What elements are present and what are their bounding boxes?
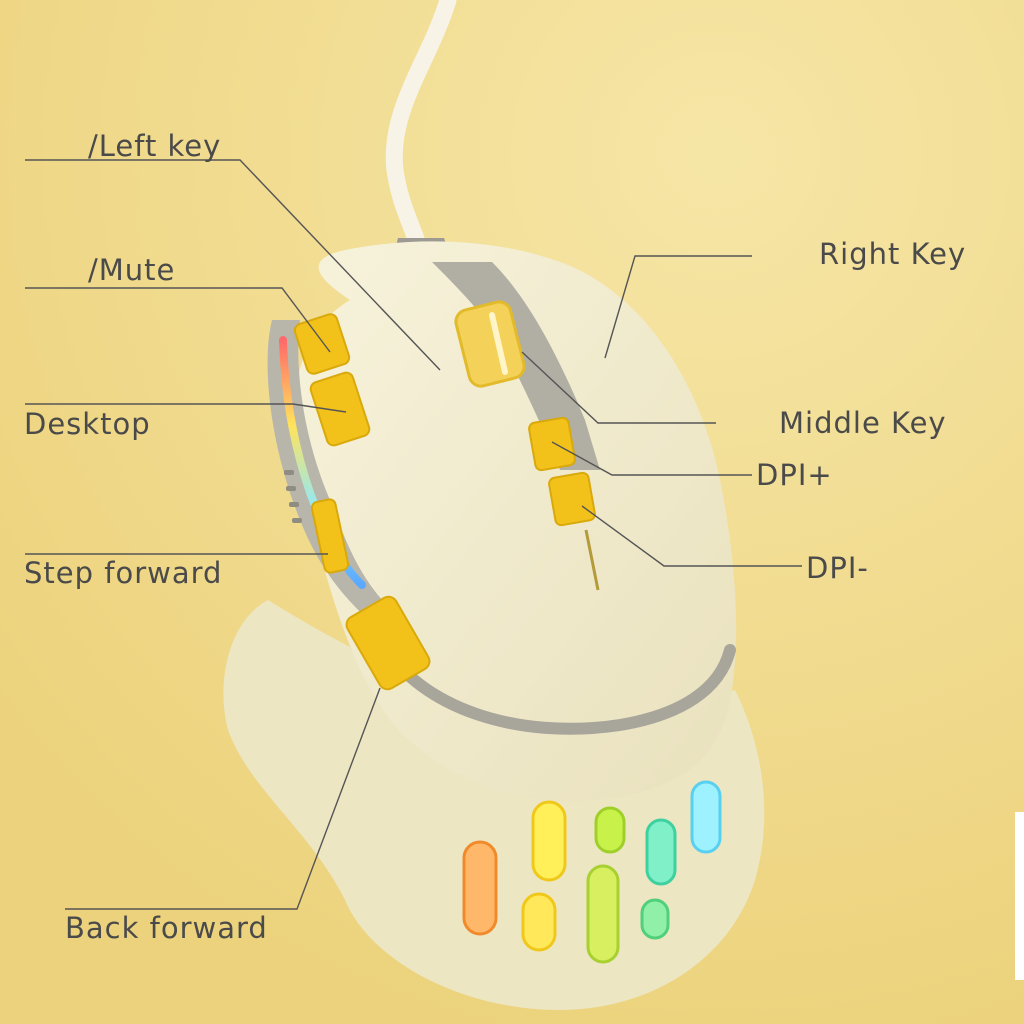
scroll-wheel[interactable] xyxy=(453,299,526,388)
label-middle-key: Middle Key xyxy=(779,406,947,440)
label-desktop: Desktop xyxy=(24,407,151,441)
back-forward-button[interactable] xyxy=(343,593,432,692)
side-vents xyxy=(284,470,302,523)
mouse-cable xyxy=(385,0,457,254)
step-forward-button[interactable] xyxy=(310,498,350,574)
leader-middle-key xyxy=(521,351,716,424)
vent-light xyxy=(640,898,670,940)
label-back-forward: Back forward xyxy=(65,911,268,945)
edge-strip xyxy=(1015,812,1024,980)
leader-back-forward xyxy=(65,687,381,910)
vent-light xyxy=(594,806,626,854)
vent-light xyxy=(521,892,557,952)
vent-light xyxy=(462,840,498,936)
side-panel xyxy=(267,320,392,630)
leader-left-key xyxy=(25,159,441,371)
leader-desktop xyxy=(25,403,347,413)
leader-lines xyxy=(25,159,802,910)
label-dpi-minus: DPI- xyxy=(806,551,869,585)
vent-light xyxy=(690,780,722,854)
vent-light xyxy=(645,818,677,886)
label-dpi-plus: DPI+ xyxy=(756,458,833,492)
dpi-plus-button[interactable] xyxy=(528,416,576,472)
thumb-rest xyxy=(223,600,765,1010)
label-step-forward: Step forward xyxy=(24,556,223,590)
vent-light xyxy=(586,864,620,964)
dpi-minus-button[interactable] xyxy=(548,471,596,527)
center-seam xyxy=(584,529,600,591)
shell-trim xyxy=(374,634,736,735)
leader-mute xyxy=(25,287,331,353)
wheel-highlight xyxy=(489,312,508,375)
desktop-button[interactable] xyxy=(309,371,371,447)
label-mute: /Mute xyxy=(88,253,176,287)
label-right-key: Right Key xyxy=(819,237,967,271)
leader-right-key xyxy=(604,255,752,359)
leader-dpi-plus xyxy=(551,441,752,476)
vent-light xyxy=(531,800,567,882)
leader-dpi-minus xyxy=(581,505,802,567)
mute-button[interactable] xyxy=(293,312,351,375)
label-left-key: /Left key xyxy=(88,129,222,163)
rgb-rear-vents xyxy=(462,780,722,964)
